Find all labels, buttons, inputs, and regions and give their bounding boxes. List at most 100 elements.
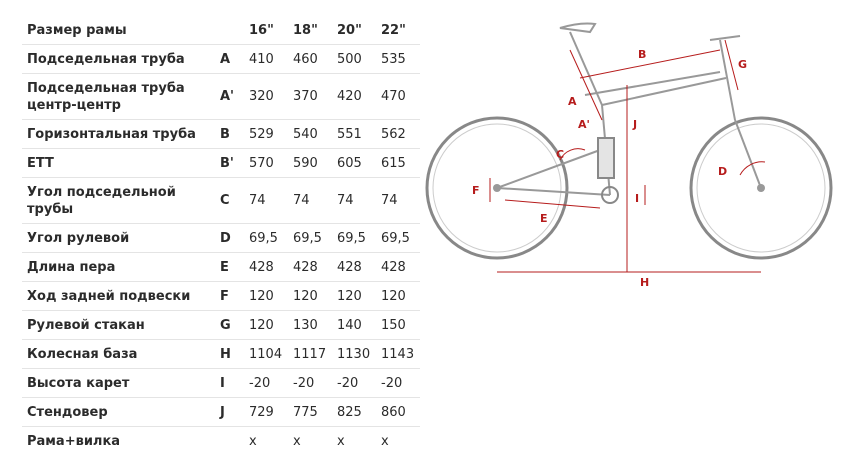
param-name: Угол рулевой [22,224,215,253]
param-name: Стендовер [22,398,215,427]
param-value: -20 [376,369,420,398]
label-h: H [640,276,649,289]
param-value: 1143 [376,340,420,369]
param-value: 69,5 [332,224,376,253]
param-value: x [244,427,288,455]
param-name: Угол подседельной трубы [22,178,215,224]
label-j: J [632,118,637,131]
param-value: 775 [288,398,332,427]
param-value: x [288,427,332,455]
param-code: G [215,311,244,340]
param-code: D [215,224,244,253]
param-code: F [215,282,244,311]
param-code: A' [215,74,244,120]
label-d: D [718,165,727,178]
param-value: 529 [244,120,288,149]
param-value: 860 [376,398,420,427]
param-code: H [215,340,244,369]
param-value: 500 [332,45,376,74]
param-value: 74 [376,178,420,224]
param-value: 562 [376,120,420,149]
param-code: E [215,253,244,282]
param-value: 69,5 [376,224,420,253]
param-name: Подседельная труба центр-центр [22,74,215,120]
param-value: 1130 [332,340,376,369]
param-value: 1104 [244,340,288,369]
param-value: 120 [332,282,376,311]
header-size-16: 16" [244,17,288,45]
header-code [215,17,244,45]
param-value: -20 [332,369,376,398]
param-code: J [215,398,244,427]
param-value: -20 [288,369,332,398]
param-value: x [376,427,420,455]
param-name: Ход задней подвески [22,282,215,311]
header-size-22: 22" [376,17,420,45]
label-a-prime: A' [578,118,590,131]
param-value: 428 [288,253,332,282]
param-value: 535 [376,45,420,74]
param-value: 120 [244,282,288,311]
param-value: 540 [288,120,332,149]
table-header-row: Размер рамы 16" 18" 20" 22" [22,17,420,45]
param-name: Подседельная труба [22,45,215,74]
param-value: 130 [288,311,332,340]
param-value: 140 [332,311,376,340]
param-value: 320 [244,74,288,120]
param-value: 74 [332,178,376,224]
param-value: 74 [244,178,288,224]
param-name: Длина пера [22,253,215,282]
label-g: G [738,58,747,71]
param-value: 470 [376,74,420,120]
param-value: 825 [332,398,376,427]
param-name: Колесная база [22,340,215,369]
param-value: -20 [244,369,288,398]
label-a: A [568,95,577,108]
label-c: C [556,148,564,161]
param-value: 120 [288,282,332,311]
param-code: A [215,45,244,74]
param-value: 150 [376,311,420,340]
param-value: 69,5 [244,224,288,253]
label-f: F [472,184,480,197]
param-value: 460 [288,45,332,74]
dimension-lines [490,40,765,272]
param-value: 410 [244,45,288,74]
param-value: 120 [244,311,288,340]
param-name: Рулевой стакан [22,311,215,340]
param-value: 69,5 [288,224,332,253]
label-i: I [635,192,639,205]
param-value: 370 [288,74,332,120]
param-name: ETT [22,149,215,178]
param-name: Горизонтальная труба [22,120,215,149]
param-value: 615 [376,149,420,178]
param-value: 570 [244,149,288,178]
bike-geometry-diagram: B A A' J C F E I H G D [420,10,840,290]
param-code: B' [215,149,244,178]
geometry-table: Размер рамы 16" 18" 20" 22" Подседельная… [22,17,420,455]
param-name: Рама+вилка [22,427,215,455]
param-code [215,427,244,455]
param-value: 120 [376,282,420,311]
param-value: 428 [376,253,420,282]
param-value: 428 [332,253,376,282]
param-value: 605 [332,149,376,178]
param-value: 551 [332,120,376,149]
param-name: Высота карет [22,369,215,398]
header-frame-size: Размер рамы [22,17,215,45]
param-code: B [215,120,244,149]
param-value: 590 [288,149,332,178]
param-value: x [332,427,376,455]
